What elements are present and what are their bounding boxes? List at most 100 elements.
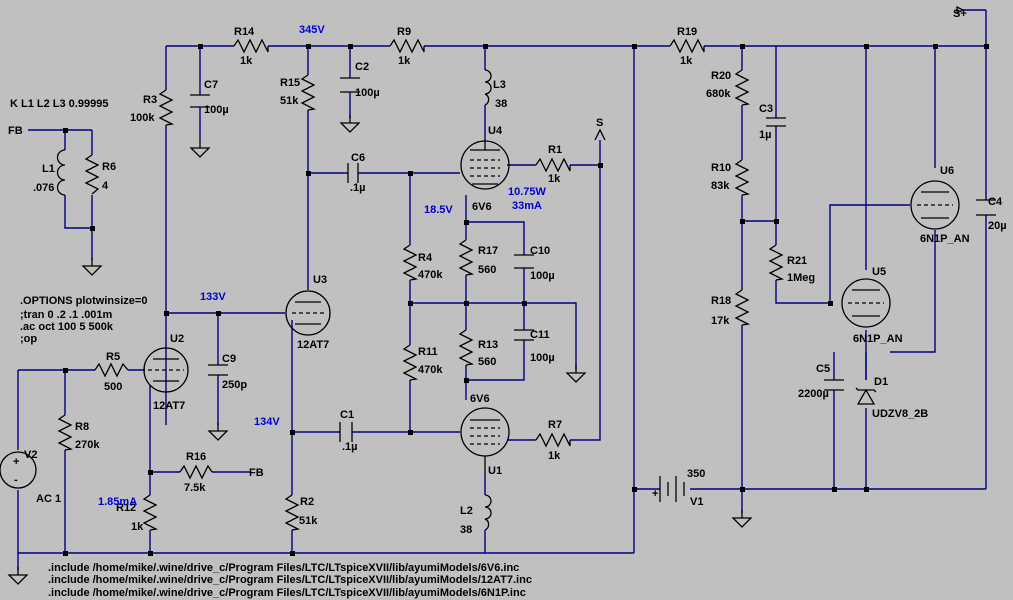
resistor-r19[interactable] <box>669 38 705 54</box>
annotation-134v: 134V <box>254 416 280 428</box>
annotation-1-85ma: 1.85mA <box>98 496 137 508</box>
tube-u6[interactable] <box>910 180 960 230</box>
resistor-r12[interactable] <box>142 494 159 531</box>
resistor-r3[interactable] <box>158 89 175 126</box>
wires <box>17 9 987 570</box>
label-r11-value: 470k <box>418 364 443 376</box>
label-r5-value: 500 <box>104 381 122 393</box>
resistor-r21[interactable] <box>768 244 785 281</box>
label-r15-ref: R15 <box>280 77 300 89</box>
resistor-r20[interactable] <box>734 69 751 106</box>
net-label-s-plus: S+ <box>953 8 967 20</box>
label-r8-ref: R8 <box>75 421 89 433</box>
directive-include-12at7[interactable]: .include /home/mike/.wine/drive_c/Progra… <box>48 574 532 586</box>
capacitor-c3[interactable] <box>766 117 786 127</box>
label-d1-model: UDZV8_2B <box>872 408 928 420</box>
label-c2-value: 100µ <box>355 87 380 99</box>
resistor-r7[interactable] <box>535 432 571 448</box>
directive-include-6n1p[interactable]: .include /home/mike/.wine/drive_c/Progra… <box>48 587 526 599</box>
resistor-r6[interactable] <box>84 154 100 195</box>
label-c10-ref: C10 <box>530 245 550 257</box>
annotation-345v: 345V <box>299 24 325 36</box>
svg-text:+: + <box>13 456 19 468</box>
label-r2-ref: R2 <box>300 496 314 508</box>
directive-include-6v6[interactable]: .include /home/mike/.wine/drive_c/Progra… <box>48 562 519 574</box>
battery-v1[interactable]: + <box>652 476 685 502</box>
tube-u2[interactable] <box>143 347 189 393</box>
inductor-l1[interactable] <box>56 149 66 196</box>
label-u4-model: 6V6 <box>472 201 492 213</box>
directive-op[interactable]: ;op <box>20 333 37 345</box>
label-r14-value: 1k <box>240 55 253 67</box>
resistor-r8[interactable] <box>57 414 74 451</box>
resistor-r14[interactable] <box>233 38 269 54</box>
label-u1-ref: U1 <box>488 465 502 477</box>
label-r10-value: 83k <box>711 180 730 192</box>
tube-u1[interactable] <box>460 407 510 475</box>
tube-u4[interactable] <box>460 140 510 190</box>
label-u3-ref: U3 <box>313 274 327 286</box>
directive-coupling[interactable]: K L1 L2 L3 0.99995 <box>10 98 108 110</box>
label-r17-ref: R17 <box>478 245 498 257</box>
label-r18-value: 17k <box>711 315 730 327</box>
label-r1-ref: R1 <box>548 144 562 156</box>
net-label-s: S <box>596 117 603 129</box>
capacitor-c5[interactable] <box>824 379 844 391</box>
net-label-fb-right: FB <box>249 467 264 479</box>
resistor-r13[interactable] <box>458 329 475 366</box>
label-c7-ref: C7 <box>204 79 218 91</box>
voltage-source-v2[interactable]: + - <box>0 451 37 489</box>
label-u6-model: 6N1P_AN <box>920 233 970 245</box>
inductor-l3[interactable] <box>484 69 492 106</box>
resistor-r1[interactable] <box>535 157 571 173</box>
directive-tran[interactable]: ;tran 0 .2 .1 .001m <box>20 309 113 321</box>
resistor-r10[interactable] <box>734 159 751 196</box>
directive-options[interactable]: .OPTIONS plotwinsize=0 <box>20 295 147 307</box>
label-u2-ref: U2 <box>170 333 184 345</box>
resistor-r11[interactable] <box>402 344 419 381</box>
capacitor-c9[interactable] <box>208 364 228 376</box>
resistor-r4[interactable] <box>402 244 419 281</box>
tube-u5[interactable] <box>841 278 891 328</box>
label-r18-ref: R18 <box>711 295 731 307</box>
label-c11-ref: C11 <box>530 329 550 341</box>
resistors <box>57 38 785 531</box>
inductors <box>56 69 492 531</box>
capacitor-c11[interactable] <box>514 329 534 341</box>
resistor-r18[interactable] <box>734 289 751 326</box>
label-r20-ref: R20 <box>711 70 731 82</box>
net-flag-s-plus-arrow <box>956 5 965 15</box>
capacitor-c4[interactable] <box>976 199 996 216</box>
label-r2-value: 51k <box>299 515 318 527</box>
label-u2-model: 12AT7 <box>153 400 185 412</box>
capacitor-c2[interactable] <box>340 77 360 93</box>
resistor-r16[interactable] <box>179 464 213 480</box>
annotations: 345V 133V 134V 18.5V 10.75W 33mA 1.85mA <box>98 24 547 508</box>
label-c11-value: 100µ <box>530 352 555 364</box>
zener-d1[interactable] <box>855 387 877 405</box>
tube-u3[interactable] <box>285 290 331 336</box>
directive-ac[interactable]: .ac oct 100 5 500k <box>20 321 114 333</box>
label-r14-ref: R14 <box>234 26 255 38</box>
resistor-r9[interactable] <box>389 38 425 54</box>
resistor-r5[interactable] <box>94 362 129 378</box>
label-c3-value: 1µ <box>759 129 771 141</box>
capacitor-c6[interactable] <box>347 163 359 183</box>
annotation-133v: 133V <box>200 291 226 303</box>
sources: + - + <box>0 387 877 502</box>
capacitor-c1[interactable] <box>339 422 353 442</box>
inductor-l2[interactable] <box>484 494 492 531</box>
label-c10-value: 100µ <box>530 270 555 282</box>
label-r6-ref: R6 <box>102 161 116 173</box>
resistor-r15[interactable] <box>300 74 317 111</box>
resistor-r17[interactable] <box>458 239 475 276</box>
annotation-18-5v: 18.5V <box>424 204 453 216</box>
net-flag-s-arrow <box>594 128 606 141</box>
label-r11-ref: R11 <box>418 346 438 358</box>
label-r4-ref: R4 <box>418 252 433 264</box>
capacitor-c10[interactable] <box>514 254 534 269</box>
resistor-r2[interactable] <box>284 494 301 531</box>
label-r19-ref: R19 <box>677 26 697 38</box>
capacitor-c7[interactable] <box>190 94 210 108</box>
